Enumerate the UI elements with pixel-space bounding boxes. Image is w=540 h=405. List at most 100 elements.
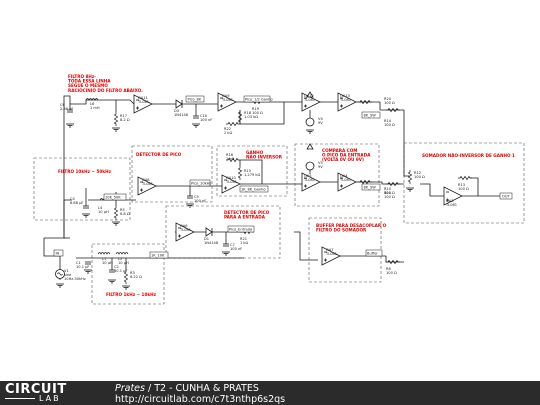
- label-oa13-line-1: OA13: [340, 94, 350, 98]
- supply-arrow-up-1: [306, 91, 314, 98]
- label-r22-line-1: R22: [224, 127, 231, 131]
- label-oa10-line-2: TL081: [225, 180, 237, 184]
- note-peak-detector: DETECTOR DE PICO: [136, 152, 182, 157]
- voltage-source-v1: [55, 269, 65, 279]
- label-c4-line-1: C4: [70, 197, 76, 201]
- probe-out-8k[interactable]: [361, 111, 381, 119]
- label-oa9-line-2: TL081: [221, 98, 233, 102]
- probe-text-picos-1k: Pico_1/2 Ganho: [245, 98, 273, 102]
- label-d3-line-1: D3: [174, 109, 179, 113]
- circuit-name: T2 - CUNHA & PRATES: [154, 383, 259, 394]
- note-filter-8hz-line-4: RACIOCINIO DO FILTRO ABAIXO.: [68, 88, 143, 93]
- resistor-r5: [114, 205, 118, 221]
- label-l6-line-1: L6: [90, 102, 95, 106]
- label-oa7-line-1: OA7: [326, 248, 334, 252]
- resistor-r13: [457, 176, 473, 180]
- logo-underline: [5, 398, 35, 399]
- capacitor-c10: [192, 115, 200, 119]
- gain-stage-box: [216, 145, 288, 197]
- main-filter-box: [33, 157, 131, 221]
- label-r18-line-2: 1.03 kΩ: [244, 115, 258, 119]
- label-v1-line-3: 10Hz-50kHz: [64, 277, 86, 281]
- label-r13-line-1: R13: [458, 183, 465, 187]
- probe-text-ganho-10k: 1K_8K_Ganho: [241, 188, 266, 192]
- footer-bar: CIRCUIT LAB Prates / T2 - CUNHA & PRATES…: [0, 381, 540, 405]
- probe-pico-10k[interactable]: [189, 179, 211, 187]
- label-r12-line-1: R12: [414, 171, 421, 175]
- probe-in[interactable]: [53, 249, 64, 257]
- label-oa8-line-2: TL081: [141, 182, 153, 186]
- label-r21-line-2: 1 kΩ: [240, 241, 249, 245]
- note-gain-stage-line-2: NÃO INVERSOR: [246, 155, 283, 160]
- label-oa9-line-1: OA9: [222, 94, 230, 98]
- label-r14-line-2: 100 Ω: [384, 123, 395, 127]
- author-link[interactable]: Prates: [115, 383, 145, 394]
- label-c10-line-2: 100 nF: [200, 118, 212, 122]
- note-filter-8hz-line-3: SEGUE O MESMO: [68, 83, 108, 88]
- capacitor-c1: [84, 261, 92, 265]
- voltage-source-v5: [305, 161, 315, 174]
- note-filter-8hz-line-1: FILTRO 8Hz-: [68, 74, 96, 79]
- probe-out-1k[interactable]: [361, 183, 381, 191]
- label-r17-line-1: R17: [120, 114, 127, 118]
- label-r15-line-1: R15: [244, 169, 251, 173]
- label-oa12-line-2: TL081: [303, 98, 315, 102]
- logo-bottom-text: LAB: [39, 394, 61, 403]
- probe-buffer[interactable]: [365, 249, 383, 257]
- label-l4-line-2: 10 µH: [98, 210, 109, 214]
- ground-10: [107, 279, 117, 284]
- note-gain-stage-line-1: GANHO: [246, 150, 264, 155]
- label-r11-line-1: R11: [384, 191, 391, 195]
- label-v4-line-2: 9V: [318, 121, 323, 125]
- probe-sai-10k[interactable]: [103, 193, 127, 201]
- circuitlab-logo[interactable]: CIRCUIT LAB: [5, 383, 105, 403]
- label-l6-line-2: 1 mH: [90, 106, 100, 110]
- label-r20-line-1: R20: [384, 97, 392, 101]
- probe-text-out-1: 1K_10K: [151, 254, 165, 258]
- label-l4-line-1: L4: [98, 206, 103, 210]
- label-oa11-line-2: TL081: [137, 100, 149, 104]
- probe-ganho-10k[interactable]: [239, 185, 269, 193]
- label-r11-line-2: 100 Ω: [384, 195, 395, 199]
- label-oa5-line-1: OA5: [304, 174, 312, 178]
- probe-pico-entrada[interactable]: [227, 225, 255, 233]
- resistor-r22: [225, 122, 241, 126]
- label-r15-line-2: 1.279 kΩ: [244, 173, 261, 177]
- ground-8: [55, 283, 65, 288]
- label-r21-line-1: R21: [240, 237, 247, 241]
- probe-text-out: OUT: [502, 195, 510, 199]
- probe-text-in: IN: [56, 252, 60, 256]
- label-oa4-line-2: TL081: [339, 178, 351, 182]
- capacitor-c7: [222, 243, 230, 247]
- probe-picos-1k[interactable]: [243, 95, 271, 103]
- diode-d1: [205, 227, 213, 237]
- label-oa4-line-1: OA4: [340, 174, 348, 178]
- label-l2-line-2: 10 µH: [118, 261, 129, 265]
- label-oa11-line-1: OA11: [138, 96, 148, 100]
- label-r5-line-2: 6.8 Ω: [120, 212, 130, 216]
- label-oa3-line-1: OA3: [446, 199, 454, 203]
- buffer-box: [308, 217, 382, 283]
- probe-text-out-1k: 8K_SW: [364, 186, 377, 190]
- compare-box: [294, 143, 380, 207]
- label-c5-line-1: C5: [194, 195, 199, 199]
- title-separator: /: [144, 383, 155, 394]
- label-oa6-line-2: TL081: [179, 228, 191, 232]
- probe-text-out-8k: 8K_SW: [364, 114, 377, 118]
- label-oa13-line-2: TL081: [339, 98, 351, 102]
- circuit-title: Prates / T2 - CUNHA & PRATES: [115, 383, 259, 394]
- probe-out[interactable]: [499, 192, 513, 200]
- circuit-url[interactable]: http://circuitlab.com/c7t3nthp6s2qs: [115, 394, 286, 405]
- label-oa3-line-2: TL081: [445, 203, 457, 207]
- label-d3-line-2: 1N4148: [174, 113, 189, 117]
- label-r10-line-1: R10: [384, 187, 392, 191]
- label-c7-line-1: C7: [230, 243, 235, 247]
- voltage-source-v4: [305, 110, 315, 127]
- probe-pico-8k[interactable]: [185, 95, 205, 103]
- resistor-r12: [408, 169, 412, 185]
- peak-detector-box: [131, 145, 213, 203]
- ground-1: [65, 123, 75, 128]
- probe-1k-10k[interactable]: [149, 251, 169, 259]
